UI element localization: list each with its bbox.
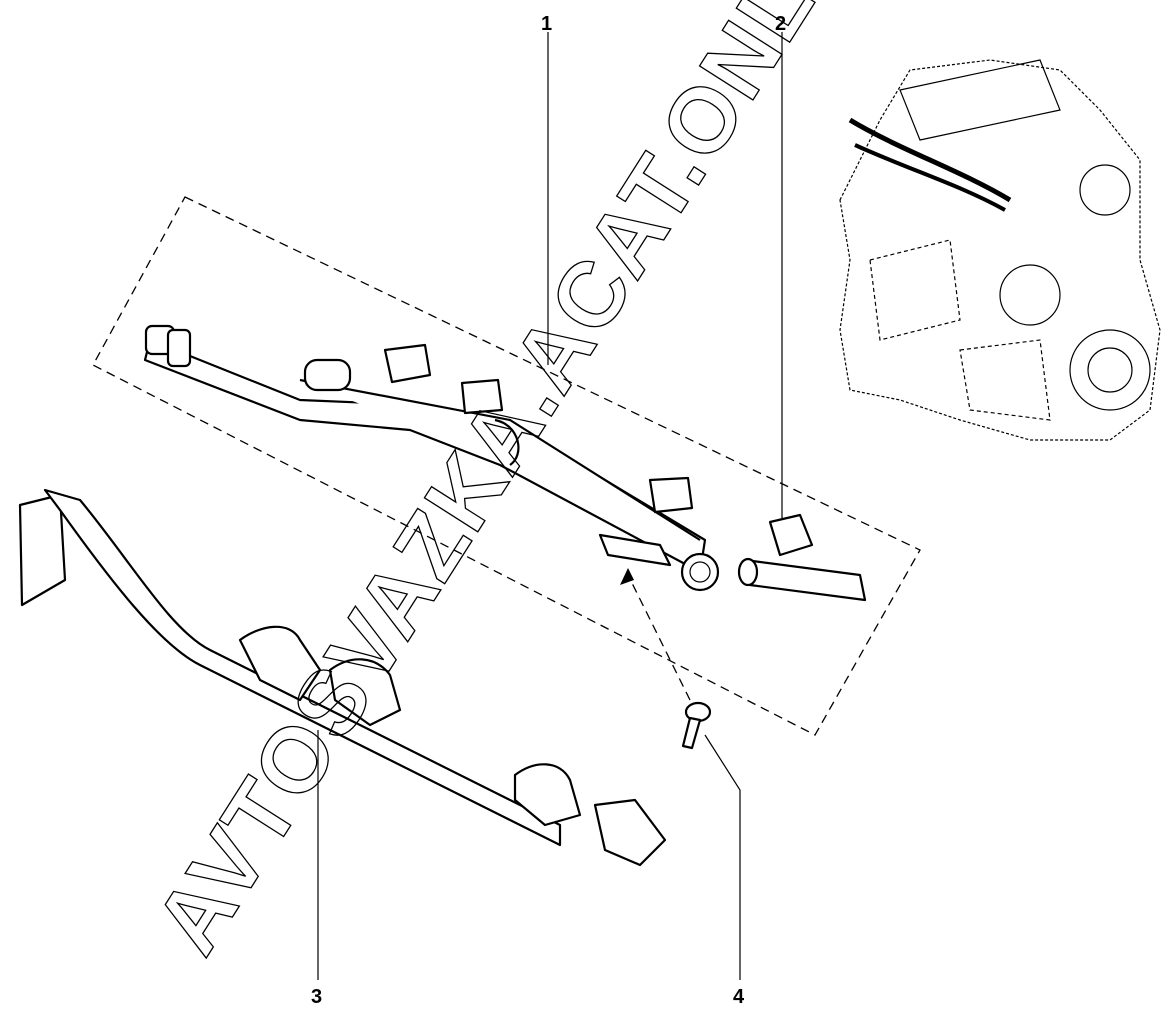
fuel-injector [737,513,867,602]
callout-2: 2 [775,13,786,35]
fuel-rail [143,324,720,592]
callout-3: 3 [311,986,322,1008]
engine-thumbnail [839,59,1161,441]
arrow-head-icon [620,568,634,585]
callout-1: 1 [541,13,552,35]
callout-4: 4 [733,986,745,1008]
assembly-boundary [92,196,921,736]
leader-lines [317,32,783,980]
injector-wiring-harness [18,488,667,867]
install-arrow [627,574,691,701]
mounting-bolt [681,701,712,750]
